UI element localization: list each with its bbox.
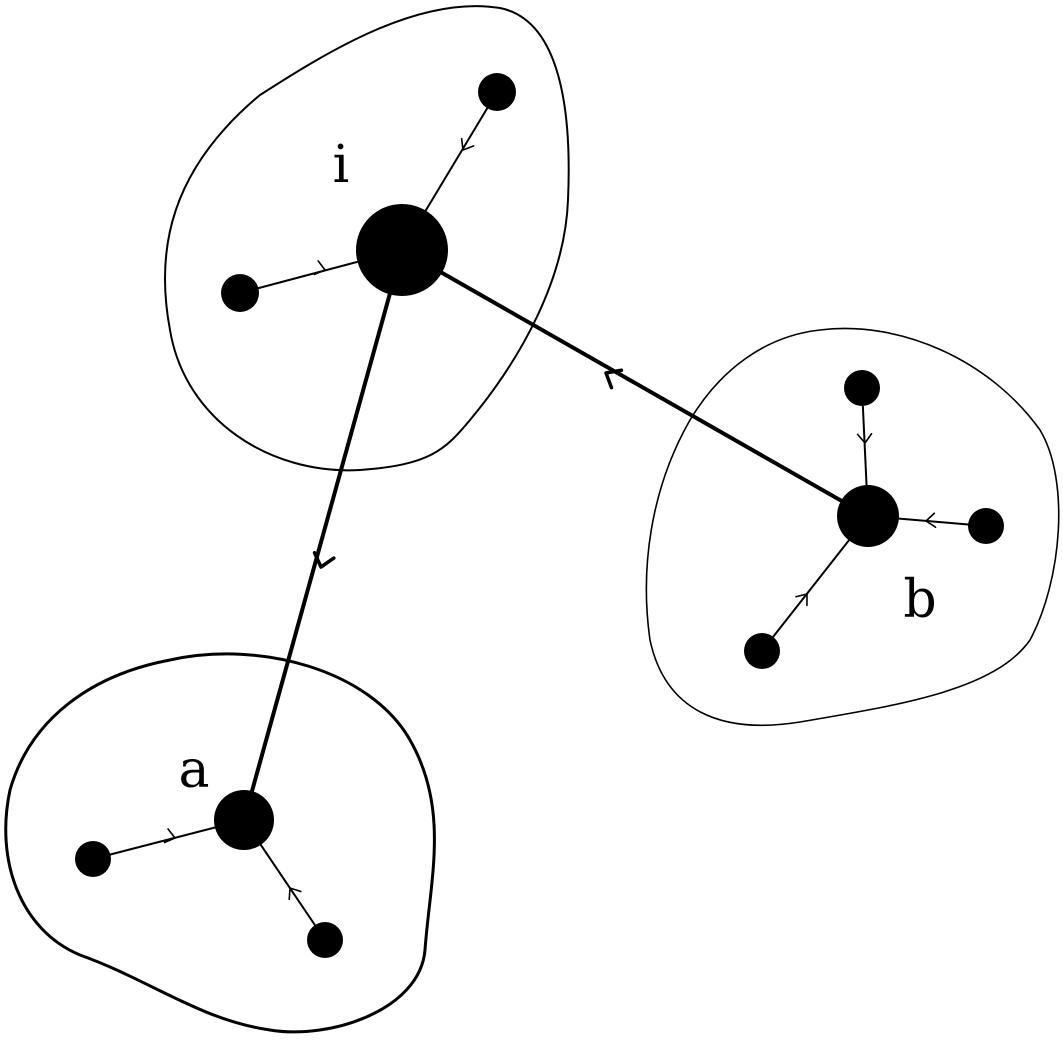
- node-leaf-b-right: [968, 508, 1004, 544]
- node-leaf-i-left: [221, 274, 259, 312]
- node-leaf-b-bottom: [744, 633, 780, 669]
- arrow-a-to-i: [312, 551, 336, 569]
- arrow-leaf-i-left: [313, 260, 326, 276]
- edge-a-to-i: [242, 248, 404, 822]
- arrow-leaf-b-bottom: [795, 593, 808, 607]
- node-leaf-b-top: [844, 370, 880, 406]
- arrow-leaf-b-top: [856, 432, 873, 444]
- arrow-leaf-a-left: [163, 828, 176, 844]
- cluster-i-outline: [163, 5, 570, 472]
- arrow-b-to-i: [604, 368, 624, 390]
- node-hub-b: [837, 485, 899, 547]
- node-hub-a: [214, 790, 274, 850]
- arrow-leaf-b-right: [925, 512, 937, 529]
- node-leaf-a-bottom: [307, 922, 343, 958]
- arrow-leaf-i-top: [460, 137, 475, 151]
- label-cluster-i: i: [333, 135, 350, 195]
- cluster-b-outline: [645, 327, 1060, 726]
- label-cluster-a: a: [178, 740, 209, 800]
- cluster-a-outline: [4, 652, 436, 1034]
- edge-b-to-i: [400, 248, 870, 518]
- arrow-leaf-a-bottom: [288, 887, 302, 901]
- node-hub-i: [356, 204, 448, 296]
- node-leaf-a-left: [75, 841, 111, 877]
- label-cluster-b: b: [903, 570, 936, 630]
- node-leaf-i-top: [478, 73, 516, 111]
